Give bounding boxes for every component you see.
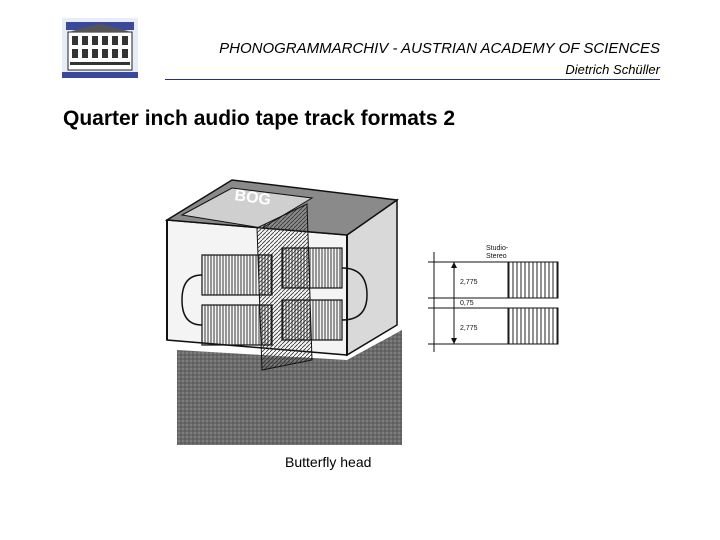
dimension-top: 2,775: [460, 279, 478, 286]
author-name: Dietrich Schüller: [565, 62, 660, 77]
dimension-bottom: 2,775: [460, 325, 478, 332]
figure-caption: Butterfly head: [285, 454, 372, 470]
header-divider: [165, 79, 660, 80]
institution-title: PHONOGRAMMARCHIV - AUSTRIAN ACADEMY OF S…: [219, 40, 660, 57]
dimension-gap: 0,75: [460, 300, 474, 307]
slide-title: Quarter inch audio tape track formats 2: [63, 107, 456, 130]
track-format-diagram: Studio- Stereo 2,775 0,75 2,775: [428, 245, 559, 352]
butterfly-head-illustration: BOG: [164, 179, 402, 445]
brand-letters: BOG: [233, 187, 271, 209]
building-logo-icon: [62, 18, 138, 78]
diagram-label-line1: Studio-: [486, 245, 509, 252]
diagram-label-line2: Stereo: [486, 253, 507, 260]
